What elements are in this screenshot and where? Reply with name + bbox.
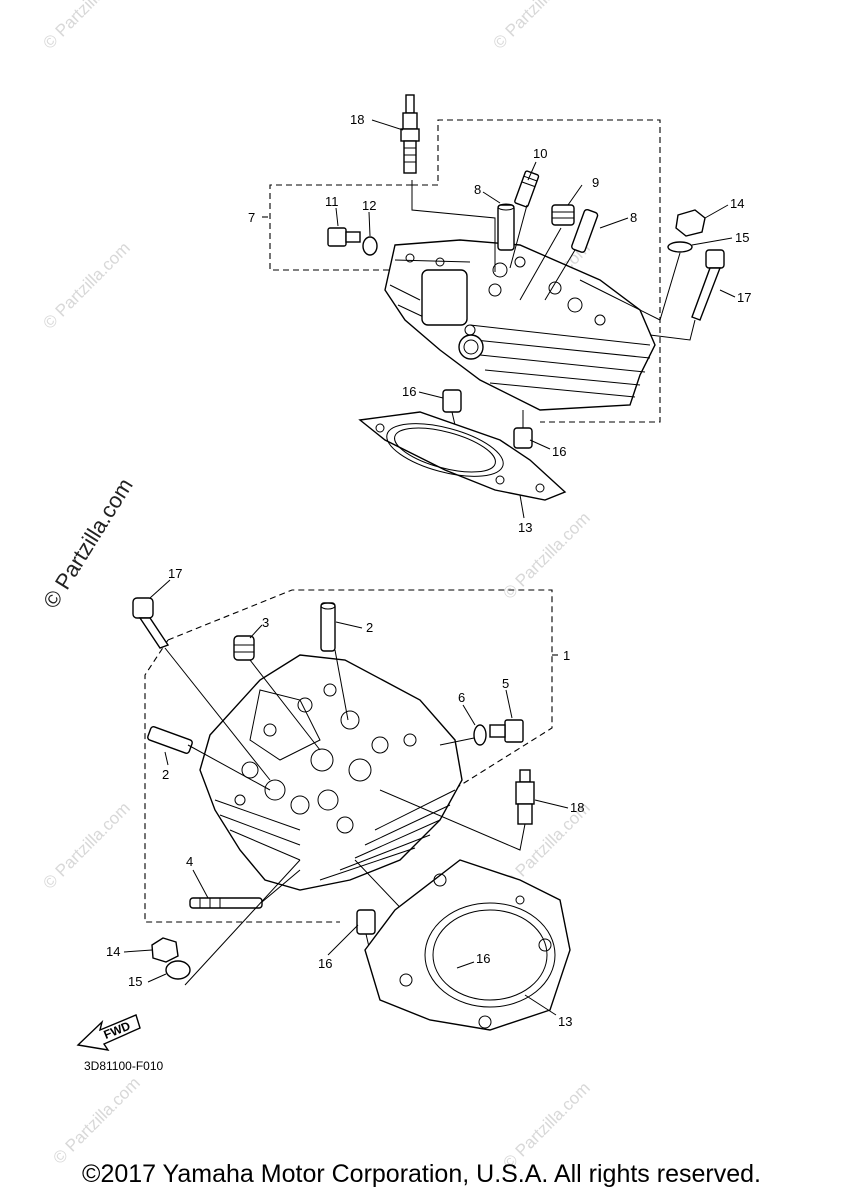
guide-8a: [497, 203, 515, 251]
copyright-notice: ©2017 Yamaha Motor Corporation, U.S.A. A…: [82, 1160, 761, 1188]
washer-6: [473, 724, 487, 746]
guide-2b: [147, 726, 193, 754]
watermark-text: © Partzilla.com: [39, 238, 133, 332]
dowel-16c: [356, 909, 376, 935]
callout-16: 16: [402, 384, 416, 399]
callout-8: 8: [474, 182, 481, 197]
callout-6: 6: [458, 690, 465, 705]
washer-12: [362, 236, 378, 256]
nut-14-upper: [675, 209, 706, 237]
bolt-11: [327, 227, 361, 247]
callout-15: 15: [735, 230, 749, 245]
watermark-text: © Partzilla.com: [39, 798, 133, 892]
washer-15-lower: [165, 960, 191, 980]
callout-16: 16: [318, 956, 332, 971]
callout-2: 2: [366, 620, 373, 635]
callout-15: 15: [128, 974, 142, 989]
callout-14: 14: [106, 944, 120, 959]
dowel-16b: [513, 427, 533, 449]
callout-12: 12: [362, 198, 376, 213]
callout-2: 2: [162, 767, 169, 782]
callout-8: 8: [630, 210, 637, 225]
dowel-16a: [442, 389, 462, 413]
diagram-code: 3D81100-F010: [84, 1059, 163, 1073]
stud-bolt-10: [514, 170, 540, 208]
nut-14-lower: [151, 937, 179, 963]
callout-13: 13: [558, 1014, 572, 1029]
callout-18: 18: [350, 112, 364, 127]
bolt-17-upper: [691, 249, 725, 321]
callout-1: 1: [563, 648, 570, 663]
callout-labels: 18 10 8 9 8 14 15 17 7 11 12 16 16 13 17…: [106, 112, 751, 1029]
lower-assembly: FWD: [76, 579, 571, 1051]
spark-plug-lower: [515, 769, 535, 825]
watermark-text: © Partzilla.com: [489, 0, 583, 53]
callout-10: 10: [533, 146, 547, 161]
bolt-17-lower: [132, 597, 170, 649]
callout-17: 17: [737, 290, 751, 305]
callout-14: 14: [730, 196, 744, 211]
spark-plug-upper: [400, 94, 420, 174]
watermark-text: © Partzilla.com: [49, 1073, 143, 1167]
washer-15-upper: [667, 241, 693, 253]
watermark-text: © Partzilla.com: [499, 1078, 593, 1172]
cylinder-head-front: [199, 654, 463, 891]
callout-13: 13: [518, 520, 532, 535]
head-gasket-upper: [358, 411, 567, 501]
bolt-5: [489, 719, 524, 743]
cylinder-head-rear: [384, 239, 656, 411]
stud-bolt-4: [189, 897, 263, 909]
watermark-text-large: © Partzilla.com: [38, 474, 138, 613]
upper-assembly: [262, 94, 736, 519]
guide-2a: [320, 602, 336, 652]
callout-3: 3: [262, 615, 269, 630]
fwd-arrow-icon: FWD: [76, 1014, 141, 1051]
callout-5: 5: [502, 676, 509, 691]
callout-16: 16: [476, 951, 490, 966]
callout-4: 4: [186, 854, 193, 869]
plug-9: [551, 204, 575, 226]
callout-11: 11: [325, 194, 339, 209]
plug-3: [233, 635, 255, 661]
callout-16: 16: [552, 444, 566, 459]
watermark-text: © Partzilla.com: [499, 508, 593, 602]
callout-7: 7: [248, 210, 255, 225]
guide-8b: [571, 208, 599, 253]
callout-17: 17: [168, 566, 182, 581]
callout-18: 18: [570, 800, 584, 815]
head-gasket-lower: [364, 859, 571, 1031]
callout-9: 9: [592, 175, 599, 190]
watermark-text: © Partzilla.com: [39, 0, 133, 53]
